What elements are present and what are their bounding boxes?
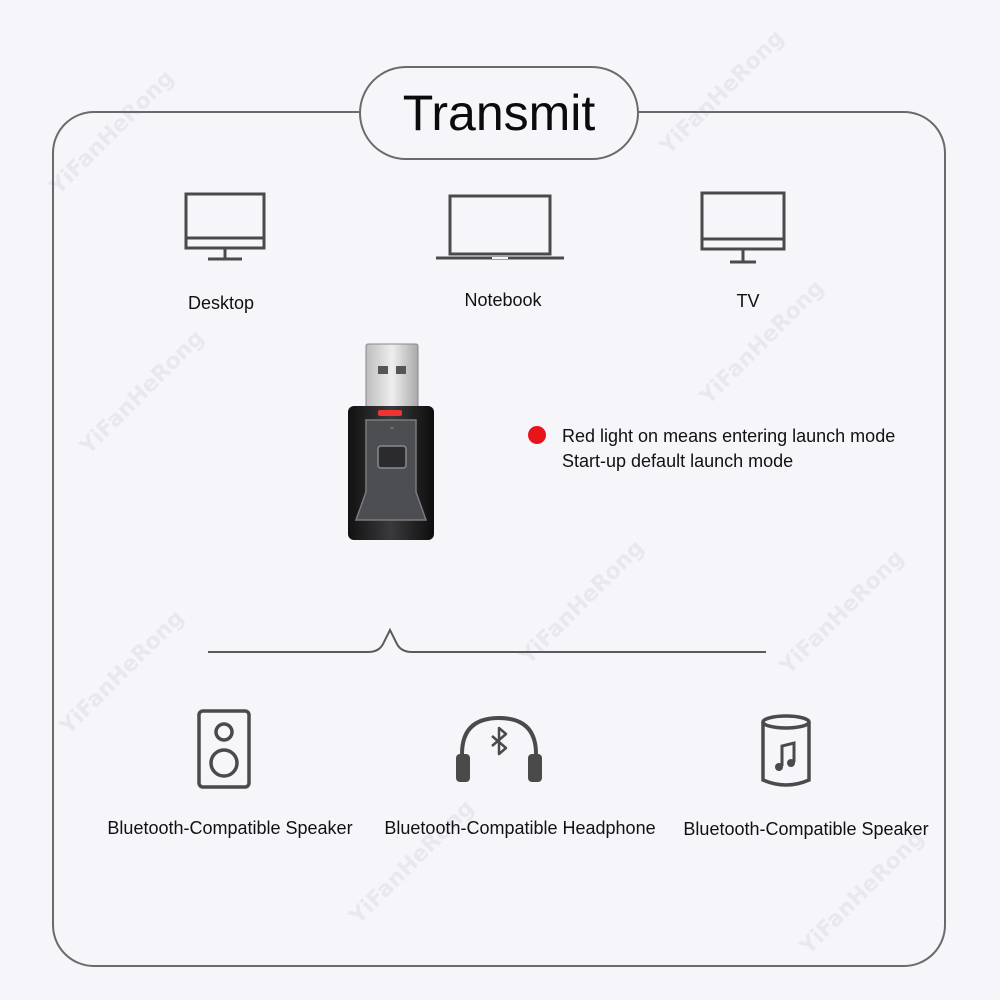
source-label-tv: TV bbox=[736, 291, 760, 311]
source-label-desktop: Desktop bbox=[187, 293, 255, 313]
output-label-headphone: Bluetooth-Compatible Headphone bbox=[384, 818, 656, 838]
output-label-speaker: Bluetooth-Compatible Speaker bbox=[107, 818, 353, 838]
usb-adapter-image bbox=[348, 343, 434, 540]
red-light-indicator bbox=[528, 426, 546, 444]
indicator-note: Red light on means entering launch mode … bbox=[562, 424, 895, 474]
bracket-divider bbox=[208, 627, 766, 653]
page-title: Transmit bbox=[402, 85, 596, 141]
indicator-line-1: Red light on means entering launch mode bbox=[562, 426, 896, 446]
desktop-icon bbox=[184, 192, 266, 261]
output-label-cylinder-speaker: Bluetooth-Compatible Speaker bbox=[683, 819, 929, 839]
speaker-icon bbox=[197, 709, 251, 789]
tv-icon bbox=[700, 191, 786, 264]
headphone-icon bbox=[456, 715, 542, 782]
source-label-notebook: Notebook bbox=[464, 290, 542, 310]
title-pill: Transmit bbox=[359, 66, 639, 160]
cylinder-speaker-icon bbox=[761, 714, 811, 787]
indicator-line-2: Start-up default launch mode bbox=[562, 451, 794, 471]
laptop-icon bbox=[436, 194, 564, 260]
